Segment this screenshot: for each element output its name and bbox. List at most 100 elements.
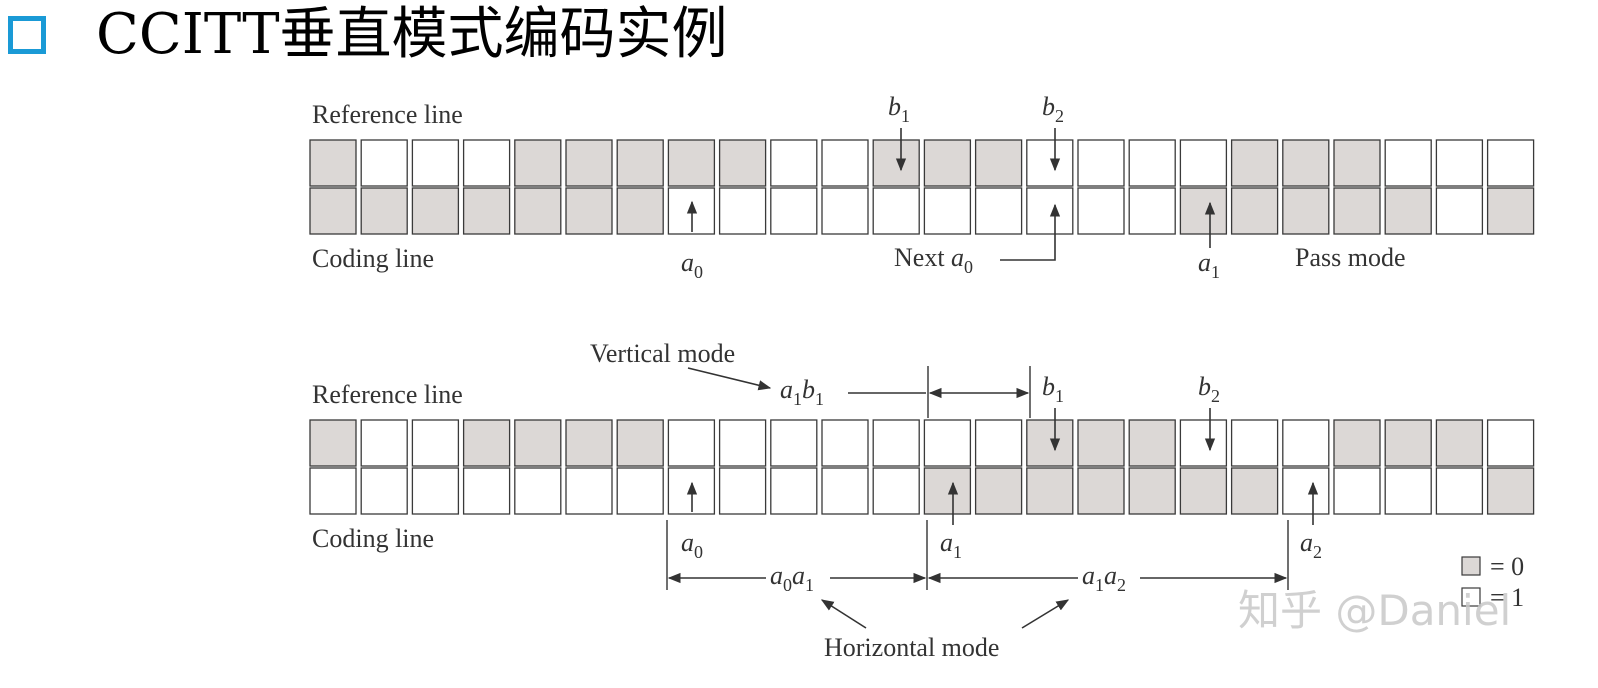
- top-coding-cell: [1230, 187, 1279, 235]
- top-coding-cell: [1435, 187, 1484, 235]
- top-coding-cell: [923, 187, 972, 235]
- bottom-b1-label: b1: [1042, 372, 1064, 406]
- bottom-reference-cell: [667, 419, 716, 467]
- bottom-coding-cell: [1435, 467, 1484, 515]
- top-coding-cells: [309, 187, 1535, 235]
- bottom-coding-cell: [1128, 467, 1176, 515]
- legend-one-swatch: [1461, 587, 1481, 607]
- top-reference-line-label: Reference line: [312, 100, 463, 129]
- top-reference-cell: [923, 139, 972, 187]
- a1b1-label: a1b1: [780, 375, 824, 409]
- top-coding-cell: [1179, 187, 1228, 235]
- bottom-coding-cell: [1486, 467, 1535, 515]
- bottom-coding-cells: [309, 467, 1535, 515]
- bottom-reference-cell: [1486, 419, 1535, 467]
- pass-mode-label: Pass mode: [1295, 243, 1406, 272]
- bottom-reference-cell: [974, 419, 1023, 467]
- top-coding-cell: [565, 187, 613, 235]
- bottom-coding-cell: [360, 467, 408, 515]
- bottom-coding-line-label: Coding line: [312, 524, 434, 553]
- bottom-coding-cell: [1282, 467, 1330, 515]
- bottom-coding-cell: [1384, 467, 1432, 515]
- bottom-reference-cell: [1435, 419, 1484, 467]
- top-reference-cell: [1486, 139, 1535, 187]
- top-reference-cell: [1179, 139, 1228, 187]
- bottom-reference-cell: [1384, 419, 1432, 467]
- bottom-coding-cell: [1333, 467, 1381, 515]
- top-reference-cell: [1333, 139, 1381, 187]
- bottom-a0-label: a0: [681, 528, 703, 562]
- top-reference-cell: [974, 139, 1023, 187]
- top-b2-label: b2: [1042, 92, 1064, 126]
- bottom-reference-cell: [923, 419, 972, 467]
- bottom-reference-cell: [821, 419, 869, 467]
- top-reference-cell: [1230, 139, 1279, 187]
- top-next-a0-arrow: [1000, 203, 1061, 261]
- top-coding-cell: [309, 187, 357, 235]
- top-coding-cell: [360, 187, 408, 235]
- bottom-coding-cell: [718, 467, 767, 515]
- top-a0-label: a0: [681, 248, 703, 282]
- top-coding-cell: [616, 187, 664, 235]
- top-coding-cell: [462, 187, 511, 235]
- top-reference-cell: [411, 139, 460, 187]
- bottom-reference-cell: [360, 419, 408, 467]
- legend-one-text: = 1: [1490, 583, 1524, 612]
- bottom-reference-cell: [1077, 419, 1125, 467]
- top-reference-cell: [821, 139, 869, 187]
- bottom-coding-cell: [309, 467, 357, 515]
- bottom-reference-cell: [1333, 419, 1381, 467]
- bottom-a2-label: a2: [1300, 528, 1322, 562]
- top-reference-cell: [309, 139, 357, 187]
- bottom-coding-cell: [514, 467, 562, 515]
- top-reference-cell: [1282, 139, 1330, 187]
- top-reference-cell: [462, 139, 511, 187]
- top-reference-cell: [1026, 139, 1074, 187]
- bottom-reference-cell: [1230, 419, 1279, 467]
- watermark: 知乎 @Daniel: [1238, 586, 1511, 635]
- bottom-coding-cell: [1179, 467, 1228, 515]
- bottom-reference-cell: [565, 419, 613, 467]
- top-coding-cell: [821, 187, 869, 235]
- bottom-reference-cell: [411, 419, 460, 467]
- top-coding-line-label: Coding line: [312, 244, 434, 273]
- top-coding-cell: [1077, 187, 1125, 235]
- top-reference-cells: [309, 139, 1535, 187]
- bottom-coding-cell: [770, 467, 818, 515]
- top-reference-cell: [1128, 139, 1176, 187]
- horizontal-mode-label: Horizontal mode: [824, 633, 999, 662]
- top-reference-cell: [514, 139, 562, 187]
- top-reference-cell: [718, 139, 767, 187]
- square-bullet-icon: [8, 16, 46, 54]
- bottom-coding-cell: [565, 467, 613, 515]
- bottom-reference-cell: [770, 419, 818, 467]
- legend-zero-text: = 0: [1490, 552, 1524, 581]
- bottom-reference-cell: [1026, 419, 1074, 467]
- top-reference-cell: [1384, 139, 1432, 187]
- page-title: CCITT垂直模式编码实例: [96, 2, 728, 67]
- bottom-coding-cell: [923, 467, 972, 515]
- bottom-reference-cell: [718, 419, 767, 467]
- bottom-reference-cell: [1282, 419, 1330, 467]
- top-coding-cell: [872, 187, 920, 235]
- top-coding-cell: [1384, 187, 1432, 235]
- bottom-b2-label: b2: [1198, 372, 1220, 406]
- bottom-coding-cell: [616, 467, 664, 515]
- bottom-coding-cell: [462, 467, 511, 515]
- top-coding-cell: [411, 187, 460, 235]
- top-reference-cell: [667, 139, 716, 187]
- horizontal-mode-left-arrow: [820, 599, 867, 629]
- bottom-coding-cell: [1077, 467, 1125, 515]
- top-b1-label: b1: [888, 92, 910, 126]
- vertical-mode-arrow: [687, 367, 772, 391]
- bottom-reference-cell: [616, 419, 664, 467]
- top-reference-cell: [770, 139, 818, 187]
- top-coding-cell: [770, 187, 818, 235]
- top-coding-cell: [1486, 187, 1535, 235]
- bottom-reference-cell: [1128, 419, 1176, 467]
- bottom-coding-cell: [411, 467, 460, 515]
- bottom-a1-label: a1: [940, 528, 962, 562]
- top-reference-cell: [1077, 139, 1125, 187]
- bottom-reference-line-label: Reference line: [312, 380, 463, 409]
